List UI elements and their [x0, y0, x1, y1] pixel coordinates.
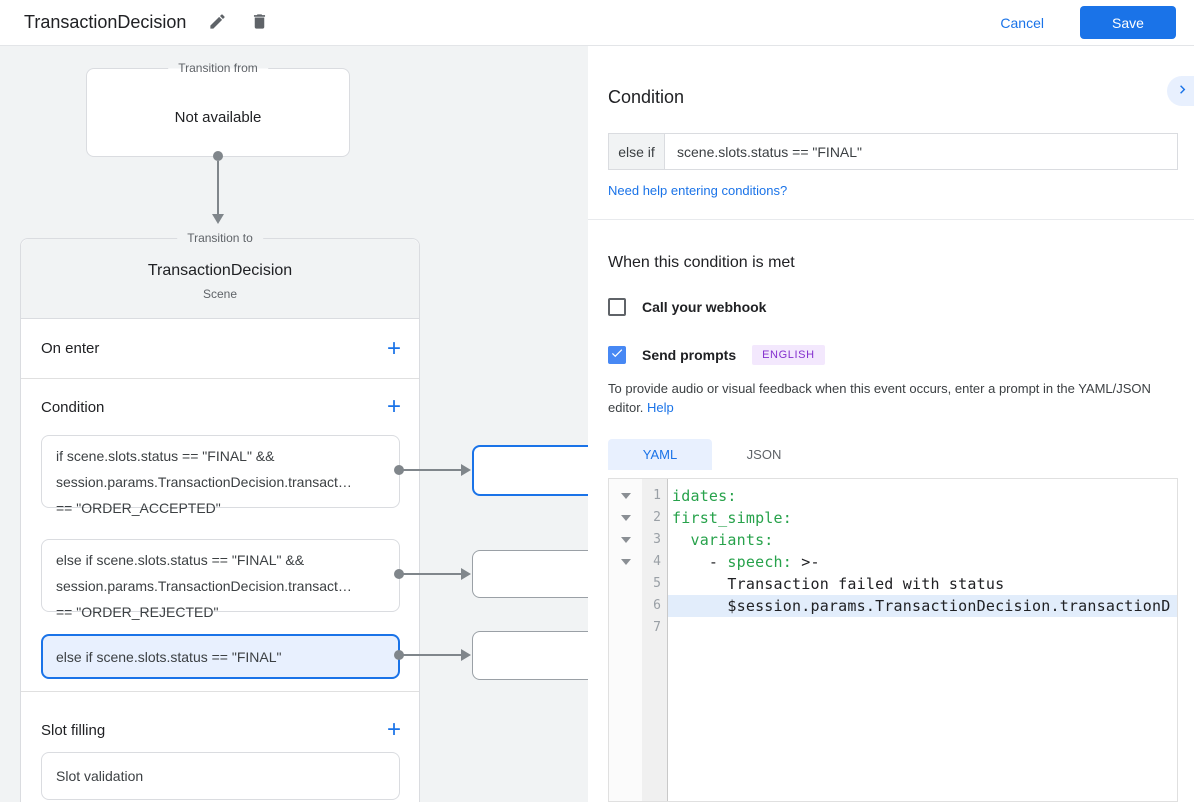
code-lines[interactable]: idates: first_simple: variants: - speech:… [668, 479, 1177, 801]
transition-target-box-3[interactable] [472, 631, 588, 680]
condition-card-order-rejected[interactable]: else if scene.slots.status == "FINAL" &&… [41, 539, 400, 620]
condition-text: session.params.TransactionDecision.trans… [56, 474, 352, 490]
fold-toggle-icon [609, 617, 642, 639]
fold-toggle-icon[interactable] [609, 485, 642, 507]
transition-to-card: Transition to TransactionDecision Scene … [20, 231, 420, 802]
slot-validation-label: Slot validation [56, 768, 144, 784]
transition-from-value: Not available [174, 109, 262, 126]
condition-label: Condition [41, 398, 105, 416]
help-link[interactable]: Help [647, 400, 674, 415]
panel-title: Condition [608, 87, 685, 107]
language-badge: ENGLISH [752, 345, 825, 365]
fold-toggle-icon[interactable] [609, 529, 642, 551]
transition-from-legend: Transition from [168, 61, 268, 75]
transition-target-box-2[interactable] [472, 550, 588, 598]
add-slot-button[interactable]: + [386, 716, 401, 743]
divider [588, 219, 1194, 220]
condition-connector-1 [394, 464, 475, 476]
condition-text: if scene.slots.status == "FINAL" && [56, 448, 275, 464]
connector-dot [213, 151, 223, 161]
editor-tabs: YAML JSON [608, 439, 1178, 470]
condition-text: == "ORDER_REJECTED" [56, 604, 219, 620]
code-line[interactable]: first_simple: [672, 509, 792, 527]
prompt-description: To provide audio or visual feedback when… [608, 379, 1160, 417]
scene-type: Scene [202, 287, 238, 301]
send-prompts-checkbox[interactable] [608, 346, 626, 364]
save-button[interactable]: Save [1080, 6, 1176, 39]
condition-expression-input[interactable] [665, 134, 1177, 169]
code-line[interactable]: Transaction failed with status [672, 575, 1005, 593]
delete-scene-button[interactable] [248, 12, 270, 34]
add-on-enter-button[interactable]: + [386, 334, 401, 362]
fold-toggle-icon[interactable] [609, 507, 642, 529]
scene-name: TransactionDecision [147, 262, 293, 279]
condition-text: == "ORDER_ACCEPTED" [56, 500, 221, 516]
line-number: 3 [653, 532, 661, 547]
code-line[interactable] [668, 617, 1177, 639]
code-line[interactable]: variants: [672, 531, 774, 549]
scene-header: TransactionDecision Scene [21, 239, 419, 319]
condition-card-order-accepted[interactable]: if scene.slots.status == "FINAL" && sess… [41, 435, 400, 516]
line-number: 1 [653, 488, 661, 503]
slot-validation-card[interactable]: Slot validation [41, 752, 400, 800]
transition-target-box-1[interactable] [472, 445, 588, 496]
condition-connector-2 [394, 568, 475, 580]
transition-to-legend: Transition to [177, 231, 263, 245]
fold-toggle-icon [609, 573, 642, 595]
arrow-head-icon [461, 464, 471, 476]
line-number: 2 [653, 510, 661, 525]
collapse-panel-button[interactable] [1167, 76, 1194, 106]
flow-canvas: Transition from Not available Transition… [0, 46, 588, 802]
send-prompts-label: Send prompts [642, 347, 737, 363]
condition-text: else if scene.slots.status == "FINAL" && [56, 552, 305, 568]
webhook-label: Call your webhook [642, 299, 767, 315]
send-prompts-row: Send prompts ENGLISH [608, 345, 1178, 365]
chevron-right-icon [1174, 81, 1191, 101]
condition-prefix: else if [609, 134, 665, 169]
arrow-head-icon [461, 649, 471, 661]
condition-help-link[interactable]: Need help entering conditions? [608, 183, 788, 198]
tab-yaml[interactable]: YAML [608, 439, 712, 470]
check-icon [610, 346, 624, 365]
line-number-gutter: 1 2 3 4 5 6 7 [642, 479, 668, 801]
transition-from-box: Transition from Not available [86, 61, 350, 161]
fold-gutter [609, 479, 642, 801]
condition-card-selected[interactable]: else if scene.slots.status == "FINAL" [41, 634, 400, 679]
add-condition-button[interactable]: + [386, 393, 401, 420]
code-line[interactable]: $session.params.TransactionDecision.tran… [668, 595, 1177, 617]
header: TransactionDecision Cancel Save [0, 0, 1194, 46]
transition-arrow [217, 161, 219, 214]
condition-connector-3 [394, 649, 475, 661]
slot-filling-section: Slot filling + Slot validation [21, 692, 419, 800]
on-enter-label: On enter [41, 340, 100, 357]
on-enter-section: On enter + [21, 319, 419, 379]
condition-section: Condition + if scene.slots.status == "FI… [21, 379, 419, 692]
trash-icon [250, 12, 269, 34]
description-text: To provide audio or visual feedback when… [608, 381, 1151, 415]
edit-scene-button[interactable] [206, 12, 228, 34]
page-title: TransactionDecision [24, 12, 187, 32]
fold-toggle-icon[interactable] [609, 551, 642, 573]
pencil-icon [208, 12, 227, 34]
webhook-row: Call your webhook [608, 298, 1178, 316]
line-number: 4 [653, 554, 661, 569]
slot-filling-label: Slot filling [41, 721, 106, 739]
condition-detail-panel: Condition else if Need help entering con… [588, 46, 1194, 802]
code-line[interactable]: - speech: >- [672, 553, 820, 571]
line-number: 6 [653, 598, 661, 613]
webhook-checkbox[interactable] [608, 298, 626, 316]
condition-text: else if scene.slots.status == "FINAL" [56, 648, 282, 665]
line-number: 7 [653, 620, 661, 635]
tab-json[interactable]: JSON [746, 447, 782, 462]
code-editor[interactable]: 1 2 3 4 5 6 7 idates: first_simple: variants: -… [608, 478, 1178, 802]
code-line[interactable]: idates: [672, 487, 737, 505]
line-number: 5 [653, 576, 661, 591]
arrow-head-icon [212, 214, 224, 224]
condition-input-row: else if [608, 133, 1178, 170]
fold-toggle-icon [609, 595, 642, 617]
condition-text: session.params.TransactionDecision.trans… [56, 578, 352, 594]
when-condition-title: When this condition is met [608, 254, 795, 271]
arrow-head-icon [461, 568, 471, 580]
cancel-button[interactable]: Cancel [1000, 14, 1044, 31]
